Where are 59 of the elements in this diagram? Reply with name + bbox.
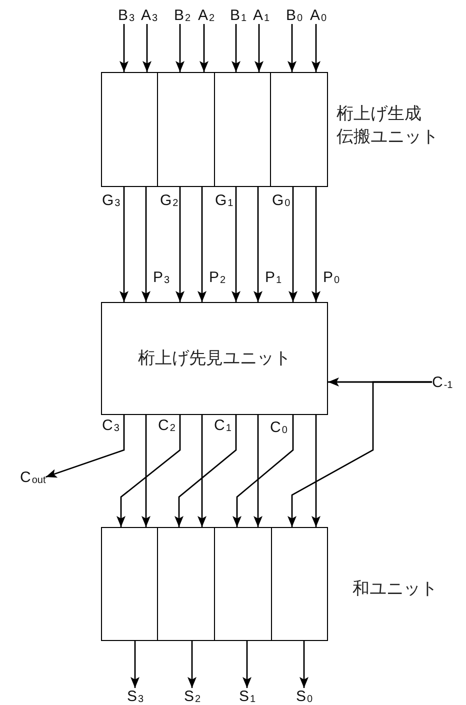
- arrow: [198, 415, 206, 527]
- signal-label: C$_{-1}$: [432, 374, 453, 391]
- unit-label: 和ユニット: [352, 578, 438, 600]
- arrow: [198, 187, 206, 302]
- arrow: [176, 24, 184, 72]
- signal-label: P$_{2}$: [209, 269, 226, 286]
- signal-label: C$_{3}$: [102, 417, 120, 434]
- signal-label: C$_{0}$: [270, 419, 288, 436]
- arrow: [242, 641, 252, 688]
- arrow: [254, 24, 264, 72]
- signal-label: S$_{2}$: [184, 688, 201, 705]
- signal-label: B$_{1}$: [230, 7, 247, 24]
- signal-label: P$_{3}$: [153, 269, 170, 286]
- arrow: [46, 415, 125, 478]
- signal-label: B$_{2}$: [174, 7, 191, 24]
- signal-label: G$_{3}$: [102, 192, 120, 209]
- arrow: [312, 415, 320, 527]
- signal-label: B$_{3}$: [118, 7, 135, 24]
- arrow: [188, 641, 196, 688]
- unit-label: 桁上げ生成伝搬ユニット: [336, 102, 438, 148]
- arrow: [232, 415, 294, 527]
- arrow: [120, 187, 128, 302]
- signal-label: G$_{1}$: [215, 192, 234, 209]
- signal-label: A$_{1}$: [253, 7, 270, 24]
- signal-label: G$_{0}$: [272, 192, 290, 209]
- arrow: [176, 187, 184, 302]
- signal-label: G$_{2}$: [160, 192, 178, 209]
- signal-label: S$_{1}$: [239, 688, 256, 705]
- unit-label: 桁上げ先見ユニット: [138, 347, 291, 370]
- arrow: [130, 641, 140, 688]
- arrow: [232, 187, 240, 302]
- signal-label: A$_{3}$: [141, 7, 158, 24]
- arrow: [120, 24, 128, 72]
- arrow: [312, 24, 320, 72]
- arrow: [288, 187, 298, 302]
- arrow: [232, 24, 240, 72]
- arrow: [174, 415, 237, 527]
- arrow: [142, 24, 152, 72]
- arrow: [288, 24, 296, 72]
- signal-label: C$_{2}$: [158, 417, 176, 434]
- arrow: [300, 641, 308, 688]
- arrow: [116, 415, 181, 527]
- arrow: [200, 24, 208, 72]
- arrow: [254, 187, 262, 302]
- signal-label: S$_{3}$: [127, 688, 144, 705]
- signal-label: S$_{0}$: [296, 688, 313, 705]
- arrow: [142, 415, 150, 527]
- unit-box: [101, 302, 328, 415]
- signal-label: A$_{0}$: [310, 7, 327, 24]
- signal-label: A$_{2}$: [198, 7, 215, 24]
- signal-label: B$_{0}$: [286, 7, 303, 24]
- signal-label: P$_{0}$: [323, 269, 340, 286]
- arrow: [254, 415, 262, 527]
- signal-label: P$_{1}$: [265, 269, 282, 286]
- arrow: [312, 187, 320, 302]
- arrow: [288, 381, 432, 527]
- signal-label: C$_{1}$: [214, 417, 232, 434]
- arrow: [142, 187, 150, 302]
- signal-label: C$_{out}$: [20, 469, 46, 486]
